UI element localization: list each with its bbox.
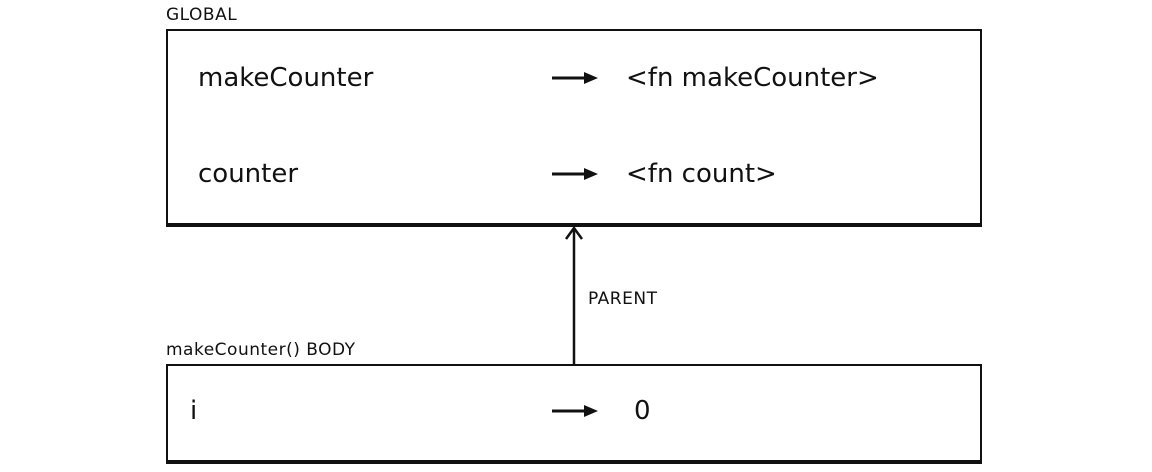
parent-edge-label: PARENT [588, 289, 658, 309]
body-env-box: i 0 [166, 364, 982, 464]
parent-edge-arrow-icon [564, 225, 584, 367]
arrow-right-icon [552, 405, 598, 417]
body-var-name: i [190, 396, 198, 426]
body-title: makeCounter() BODY [166, 340, 356, 360]
global-var-value: <fn count> [626, 159, 777, 189]
arrow-right-icon [552, 72, 598, 84]
global-env-box: makeCounter <fn makeCounter> counter <fn… [166, 29, 982, 227]
global-var-value: <fn makeCounter> [626, 63, 879, 93]
arrow-right-icon [552, 168, 598, 180]
global-var-name: counter [198, 159, 299, 189]
body-var-value: 0 [634, 396, 651, 426]
global-var-name: makeCounter [198, 63, 374, 93]
global-title: GLOBAL [166, 5, 238, 25]
